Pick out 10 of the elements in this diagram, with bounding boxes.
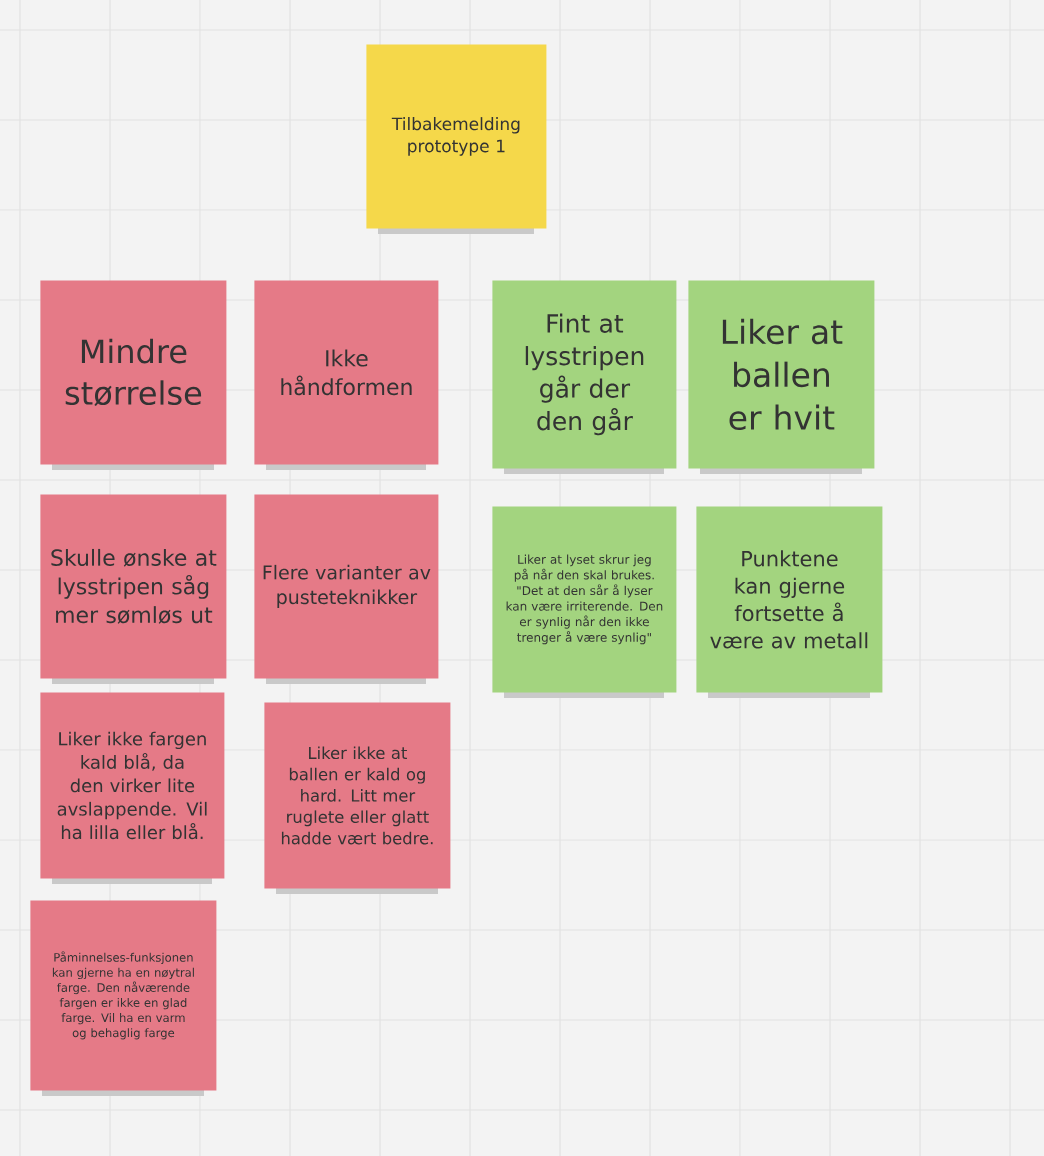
sticky-note: Skulle ønske at lysstripen såg mer sømløs ut (40, 494, 227, 679)
sticky-note: Ikke håndformen (254, 280, 439, 465)
sticky-note: Liker ikke at ballen er kald og hard. Litt mer ruglete eller glatt hadde vært bedre. (264, 702, 451, 889)
sticky-note: Fint at lysstripen går der den går (492, 280, 677, 469)
sticky-note: Flere varianter av pusteteknikker (254, 494, 439, 679)
sticky-note: Liker ikke fargen kald blå, da den virker lite avslappende. Vil ha lilla eller blå. (40, 692, 225, 879)
sticky-note: Mindre størrelse (40, 280, 227, 465)
sticky-note: Punktene kan gjerne fortsette å være av metall (696, 506, 883, 693)
sticky-note: Liker at ballen er hvit (688, 280, 875, 469)
sticky-note: Tilbakemelding prototype 1 (366, 44, 547, 229)
